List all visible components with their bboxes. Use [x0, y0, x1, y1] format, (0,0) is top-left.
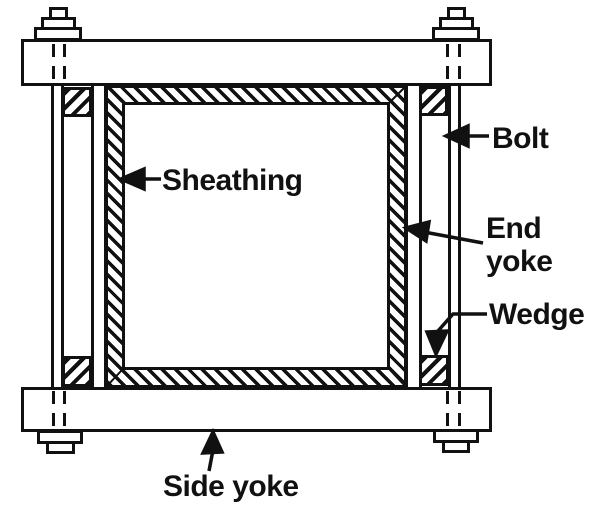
wedge-arrow [424, 312, 487, 359]
bolt-dashed-line [52, 391, 55, 427]
column-opening [122, 102, 390, 370]
bolt-label: Bolt [492, 122, 549, 155]
wedge-bottom-left [62, 356, 92, 387]
bolt-dashed-line [63, 391, 66, 427]
wedge-label: Wedge [489, 298, 585, 331]
wedge-top-right [419, 86, 448, 116]
end-yoke-label-line1: End [486, 212, 542, 245]
wedge-bottom-right [419, 355, 449, 386]
end-yoke-label-line2: yoke [486, 245, 553, 278]
bolt-dashed-line [52, 44, 55, 82]
side-yoke-bottom-bar [21, 387, 492, 432]
end-yoke-left [91, 86, 107, 387]
side-yoke-arrow [200, 427, 225, 472]
side-yoke-top-bar [21, 39, 492, 86]
end-yoke-label: End yoke [486, 212, 553, 278]
end-yoke-arrow [401, 219, 484, 245]
sheathing-mitre-joints [105, 85, 407, 388]
bolt-dashed-line [446, 44, 449, 82]
bolt-dashed-line [63, 44, 66, 82]
bolt-nut-bottom-left-nub [46, 441, 75, 454]
bolt-dashed-line [458, 391, 461, 427]
bolt-arrow [441, 123, 489, 149]
side-yoke-label: Side yoke [163, 470, 299, 503]
bolt-nut-bottom-right-nub [442, 440, 470, 453]
sheathing-arrow [116, 166, 161, 192]
bolt-rod-left [51, 86, 64, 387]
sheathing-label: Sheathing [162, 164, 303, 197]
wedge-top-left [62, 87, 92, 117]
bolt-dashed-line [446, 391, 449, 427]
bolt-dashed-line [458, 44, 461, 82]
